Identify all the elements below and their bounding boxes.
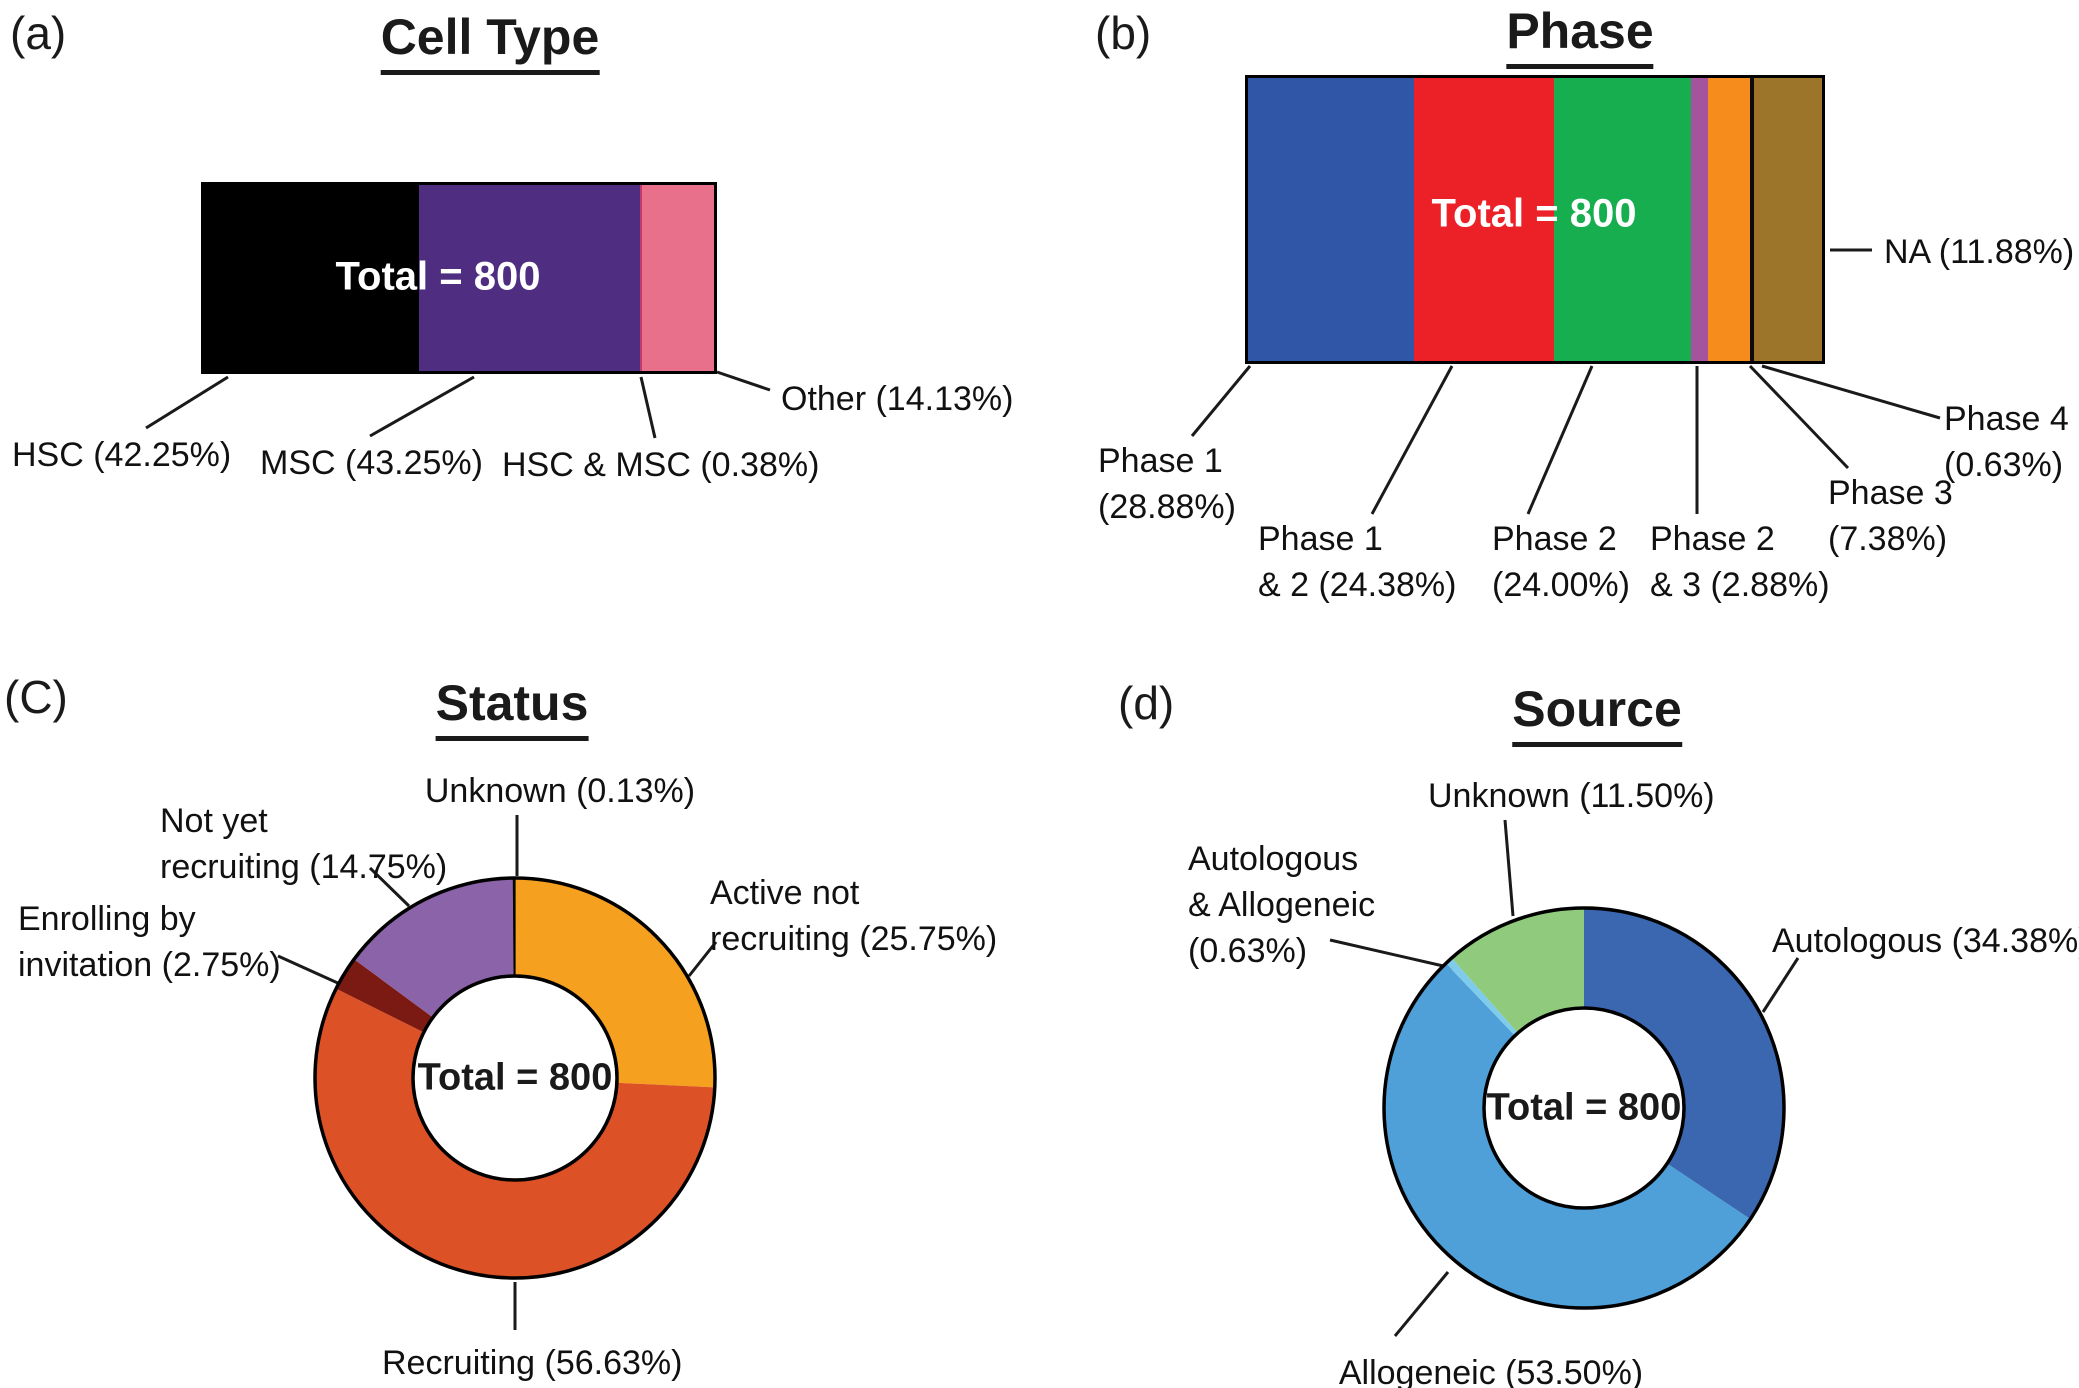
donut-slice-allogeneic bbox=[1383, 963, 1751, 1309]
panel-d-title: Source bbox=[1512, 680, 1682, 747]
callout-phase1: Phase 1(28.88%) bbox=[1098, 442, 1236, 526]
cell-type-total-label: Total = 800 bbox=[335, 254, 541, 299]
donut-slice-not-yet-recruiting bbox=[354, 878, 515, 1018]
donut-slice-unknown bbox=[1451, 908, 1584, 1033]
bar-segment-phase-2 bbox=[1553, 78, 1692, 361]
panel-a-letter: (a) bbox=[10, 7, 67, 59]
status-total-label: Total = 800 bbox=[417, 1056, 613, 1099]
donut-slice-recruiting bbox=[315, 988, 715, 1278]
panel-a-title: Cell Type bbox=[380, 8, 600, 75]
bar-segment-na bbox=[1753, 78, 1822, 361]
donut-slice-autologous bbox=[1584, 908, 1784, 1220]
bar-segment-phase-2-3 bbox=[1691, 78, 1708, 361]
bar-segment-phase-3 bbox=[1707, 78, 1751, 361]
callout-allogeneic: Allogeneic (53.50%) bbox=[1338, 1354, 1644, 1388]
callout-phase1-2: Phase 1& 2 (24.38%) bbox=[1258, 520, 1457, 604]
bar-segment-phase-1-2 bbox=[1413, 78, 1554, 361]
panel-d-letter: (d) bbox=[1118, 677, 1175, 729]
callout-autologous-allogeneic: Autologous & Allogeneic (0.63%) bbox=[1188, 840, 1376, 970]
callout-phase2: Phase 2(24.00%) bbox=[1492, 520, 1630, 604]
callout-autologous: Autologous (34.38%) bbox=[1772, 922, 2079, 960]
callout-hsc-msc: HSC & MSC (0.38%) bbox=[502, 446, 820, 484]
bar-segment-hsc bbox=[204, 185, 420, 371]
phase-stacked-bar bbox=[1245, 75, 1825, 364]
panel-b-title: Phase bbox=[1506, 2, 1654, 69]
panel-c-title: Status bbox=[435, 674, 589, 741]
bar-segment-hsc-msc bbox=[640, 185, 642, 371]
callout-status-unknown: Unknown (0.13%) bbox=[424, 772, 696, 810]
bar-segment-phase-1 bbox=[1248, 78, 1414, 361]
phase-total-label: Total = 800 bbox=[1431, 191, 1637, 236]
donut-slice-autologous-allogeneic bbox=[1445, 957, 1518, 1036]
callout-phase4: Phase 4(0.63%) bbox=[1944, 400, 2069, 484]
source-donut-chart bbox=[1382, 906, 1786, 1310]
callout-source-unknown: Unknown (11.50%) bbox=[1428, 777, 1715, 815]
bar-segment-phase-4 bbox=[1750, 78, 1754, 361]
callout-na: NA (11.88%) bbox=[1884, 233, 2075, 271]
source-total-label: Total = 800 bbox=[1486, 1086, 1682, 1129]
cell-type-stacked-bar bbox=[201, 182, 717, 374]
donut-slice-unknown bbox=[512, 877, 516, 977]
callout-msc: MSC (43.25%) bbox=[260, 444, 483, 482]
donut-outer-ring bbox=[1382, 906, 1786, 1310]
panel-c-letter: (C) bbox=[4, 671, 68, 723]
callout-hsc: HSC (42.25%) bbox=[12, 436, 232, 474]
bar-segment-other bbox=[641, 185, 714, 371]
donut-inner-ring bbox=[411, 974, 619, 1182]
donut-slice-enrolling-by-invitation bbox=[336, 959, 433, 1033]
callout-other: Other (14.13%) bbox=[781, 380, 1014, 418]
callout-phase3: Phase 3(7.38%) bbox=[1828, 474, 1953, 558]
donut-inner-ring bbox=[1482, 1006, 1686, 1210]
callout-phase2-3: Phase 2& 3 (2.88%) bbox=[1650, 520, 1830, 604]
bar-segment-msc bbox=[419, 185, 640, 371]
callout-recruiting: Recruiting (56.63%) bbox=[382, 1344, 683, 1382]
donut-outer-ring bbox=[313, 876, 717, 1280]
donut-slice-active-not-recruiting bbox=[515, 878, 716, 1088]
status-donut-chart bbox=[313, 876, 717, 1280]
panel-b-letter: (b) bbox=[1095, 7, 1152, 59]
